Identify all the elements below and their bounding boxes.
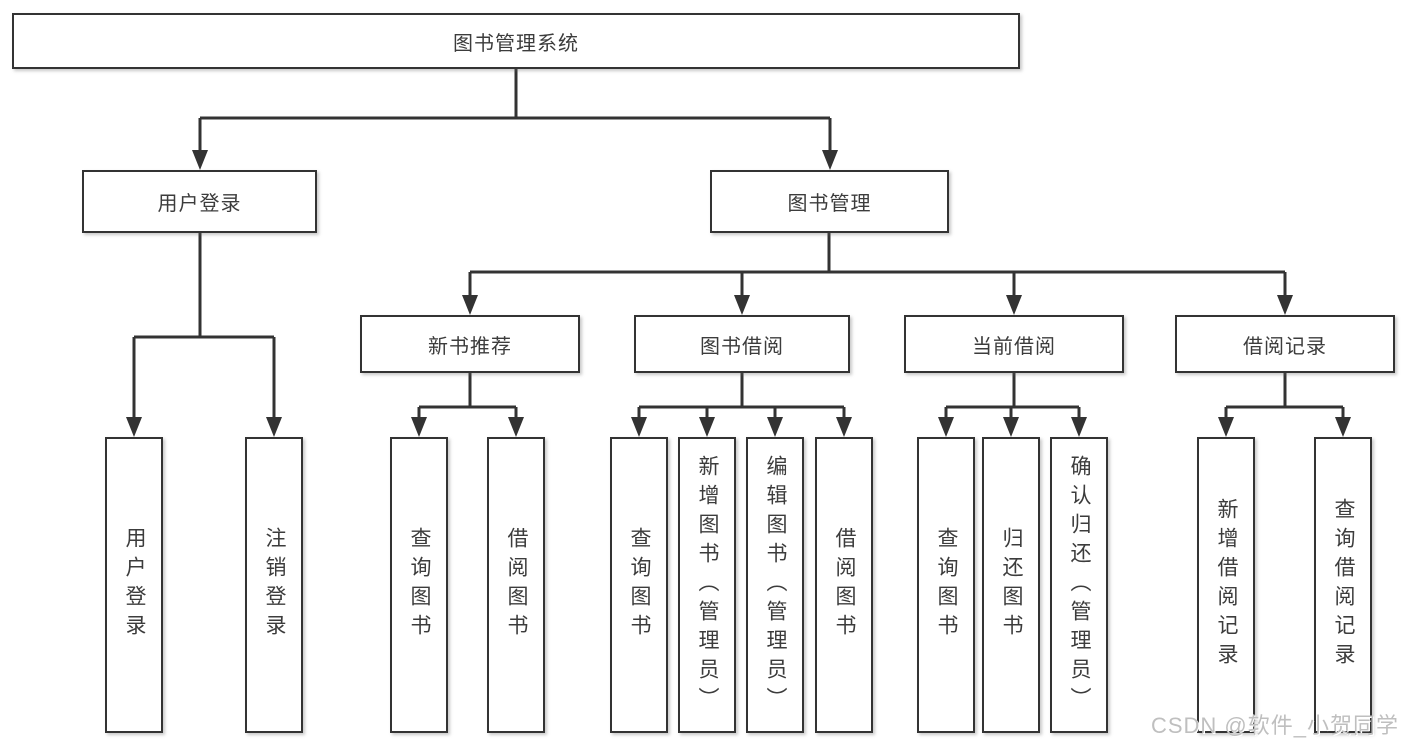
arrowheads [126,150,1351,437]
leaf-label: 确认归还（管理员） [1068,454,1091,716]
leaf-label: 借阅图书 [833,527,856,643]
leaf-borrow-books-recommend: 借阅图书 [487,437,545,733]
node-label: 图书管理 [787,193,872,215]
node-label: 用户登录 [157,193,242,215]
leaf-label: 新增借阅记录 [1215,498,1238,672]
node-label: 借阅记录 [1243,335,1327,358]
leaf-label: 用户登录 [123,527,146,643]
leaf-query-books-borrow: 查询图书 [610,437,668,733]
leaf-label: 查询图书 [408,527,431,643]
leaf-label: 查询借阅记录 [1332,498,1355,672]
leaf-label: 编辑图书（管理员） [764,454,787,716]
leaf-add-books-admin: 新增图书（管理员） [678,437,736,733]
node-label: 新书推荐 [428,335,512,358]
leaf-confirm-return-admin: 确认归还（管理员） [1050,437,1108,733]
node-label: 图书借阅 [700,335,784,358]
node-current-borrow: 当前借阅 [904,315,1124,373]
node-book-borrow: 图书借阅 [634,315,850,373]
leaf-query-borrow-record: 查询借阅记录 [1314,437,1372,733]
node-book-management: 图书管理 [710,170,949,233]
node-library-management-system: 图书管理系统 [12,13,1020,69]
leaf-label: 查询图书 [935,527,958,643]
leaf-logout: 注销登录 [245,437,303,733]
leaf-query-books-current: 查询图书 [917,437,975,733]
leaf-borrow-books: 借阅图书 [815,437,873,733]
leaf-label: 借阅图书 [505,527,528,643]
leaf-label: 归还图书 [1000,527,1023,643]
leaf-return-books: 归还图书 [982,437,1040,733]
node-user-login: 用户登录 [82,170,317,233]
watermark: CSDN @软件_小贺同学 [1150,713,1399,738]
leaf-edit-books-admin: 编辑图书（管理员） [746,437,804,733]
node-label: 图书管理系统 [453,32,579,55]
node-label: 当前借阅 [972,335,1056,358]
leaf-label: 查询图书 [628,527,651,643]
leaf-label: 新增图书（管理员） [696,454,719,716]
leaf-label: 注销登录 [263,527,286,643]
leaf-query-books-recommend: 查询图书 [390,437,448,733]
leaf-user-login: 用户登录 [105,437,163,733]
node-new-book-recommend: 新书推荐 [360,315,580,373]
node-borrow-records: 借阅记录 [1175,315,1395,373]
leaf-add-borrow-record: 新增借阅记录 [1197,437,1255,733]
